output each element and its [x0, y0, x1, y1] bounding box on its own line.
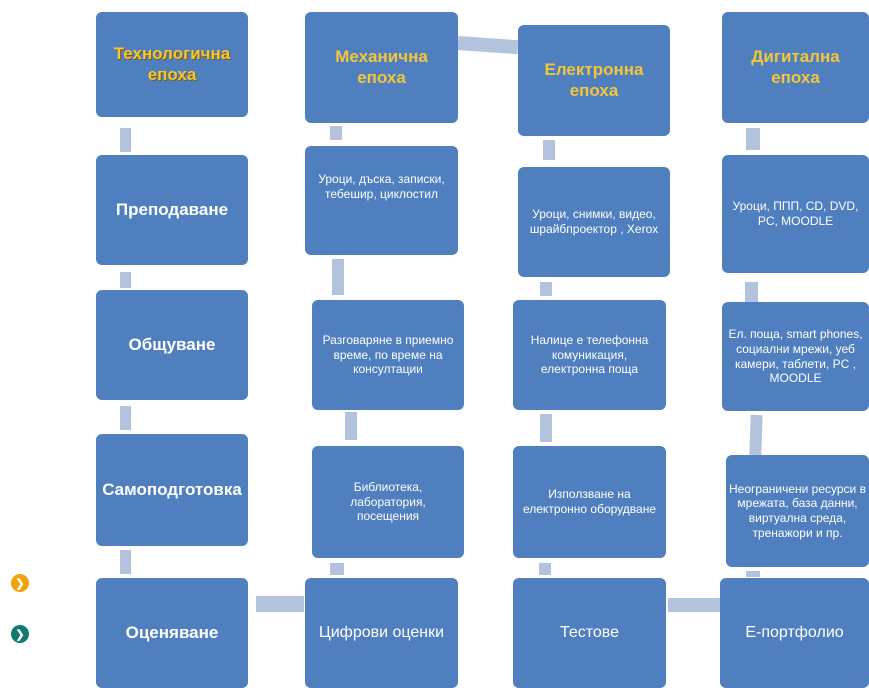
connector	[256, 596, 304, 612]
connector	[543, 140, 555, 160]
header-text: Дигитална епоха	[751, 46, 840, 87]
content-text: Е-портфолио	[745, 624, 844, 642]
connector	[745, 282, 758, 302]
connector	[540, 414, 552, 442]
stage-box-communication: Общуване	[96, 290, 248, 400]
stage-label: Самоподготовка	[102, 479, 242, 499]
header-text: Електронна епоха	[544, 59, 644, 100]
connector	[120, 128, 131, 152]
content-box: Ел. поща, smart phones, социални мрежи, …	[722, 302, 869, 411]
stage-box-assessment: Оценяване	[96, 578, 248, 688]
column-header-digital-era: Дигитална епоха	[722, 12, 869, 123]
content-text: Библиотека, лаборатория, посещения	[350, 480, 426, 524]
content-box: Неограничени ресурси в мрежата, база дан…	[726, 455, 869, 567]
content-text: Разговаряне в приемно време, по време на…	[322, 333, 454, 377]
content-text: Използване на електронно оборудване	[522, 487, 657, 516]
content-box: Библиотека, лаборатория, посещения	[312, 446, 464, 558]
chevron-glyph: ❯	[15, 577, 25, 590]
content-box: Разговаряне в приемно време, по време на…	[312, 300, 464, 410]
content-text: Уроци, снимки, видео, шрайбпроектор , Xe…	[529, 207, 659, 236]
content-box: Тестове	[513, 578, 666, 688]
connector	[457, 36, 519, 55]
content-box: Уроци, снимки, видео, шрайбпроектор , Xe…	[518, 167, 670, 277]
connector	[539, 563, 551, 575]
stage-box-teaching: Преподаване	[96, 155, 248, 265]
connector	[668, 598, 720, 612]
content-box: Уроци, дъска, записки, тебешир, циклости…	[305, 146, 458, 255]
content-text: Налице е телефонна комуникация, електрон…	[530, 333, 649, 377]
content-box: Налице е телефонна комуникация, електрон…	[513, 300, 666, 410]
stage-label: Оценяване	[125, 622, 219, 642]
content-box: Уроци, ППП, CD, DVD, PC, MOODLE	[722, 155, 869, 273]
column-header-electronic-era: Електронна епоха	[518, 25, 670, 136]
content-box: Използване на електронно оборудване	[513, 446, 666, 558]
content-text: Уроци, ППП, CD, DVD, PC, MOODLE	[732, 199, 859, 228]
stage-label: Общуване	[128, 334, 216, 354]
connector	[540, 282, 552, 296]
stage-label: Преподаване	[115, 199, 229, 219]
content-text: Ел. поща, smart phones, социални мрежи, …	[728, 327, 863, 386]
connector	[330, 563, 344, 575]
chevron-right-icon: ❯	[11, 574, 29, 592]
content-text: Цифрови оценки	[318, 624, 445, 642]
header-text: Технологична епоха	[113, 43, 231, 84]
content-text: Тестове	[559, 624, 620, 642]
content-box: Цифрови оценки	[305, 578, 458, 688]
chevron-glyph: ❯	[15, 628, 25, 641]
content-box: Е-портфолио	[720, 578, 869, 688]
header-text: Механична епоха	[335, 46, 428, 87]
connector	[330, 126, 342, 140]
connector	[120, 272, 131, 288]
column-header-mechanical-era: Механична епоха	[305, 12, 458, 123]
connector	[120, 406, 131, 430]
connector	[332, 259, 344, 295]
connector	[345, 412, 357, 440]
content-text: Неограничени ресурси в мрежата, база дан…	[729, 481, 866, 540]
connector	[120, 550, 131, 574]
connector	[749, 414, 763, 456]
connector	[746, 128, 760, 150]
stage-box-self-study: Самоподготовка	[96, 434, 248, 546]
connector	[746, 571, 760, 577]
content-text: Уроци, дъска, записки, тебешир, циклости…	[318, 172, 445, 201]
column-header-technological-era: Технологична епоха	[96, 12, 248, 117]
chevron-right-icon: ❯	[11, 625, 29, 643]
